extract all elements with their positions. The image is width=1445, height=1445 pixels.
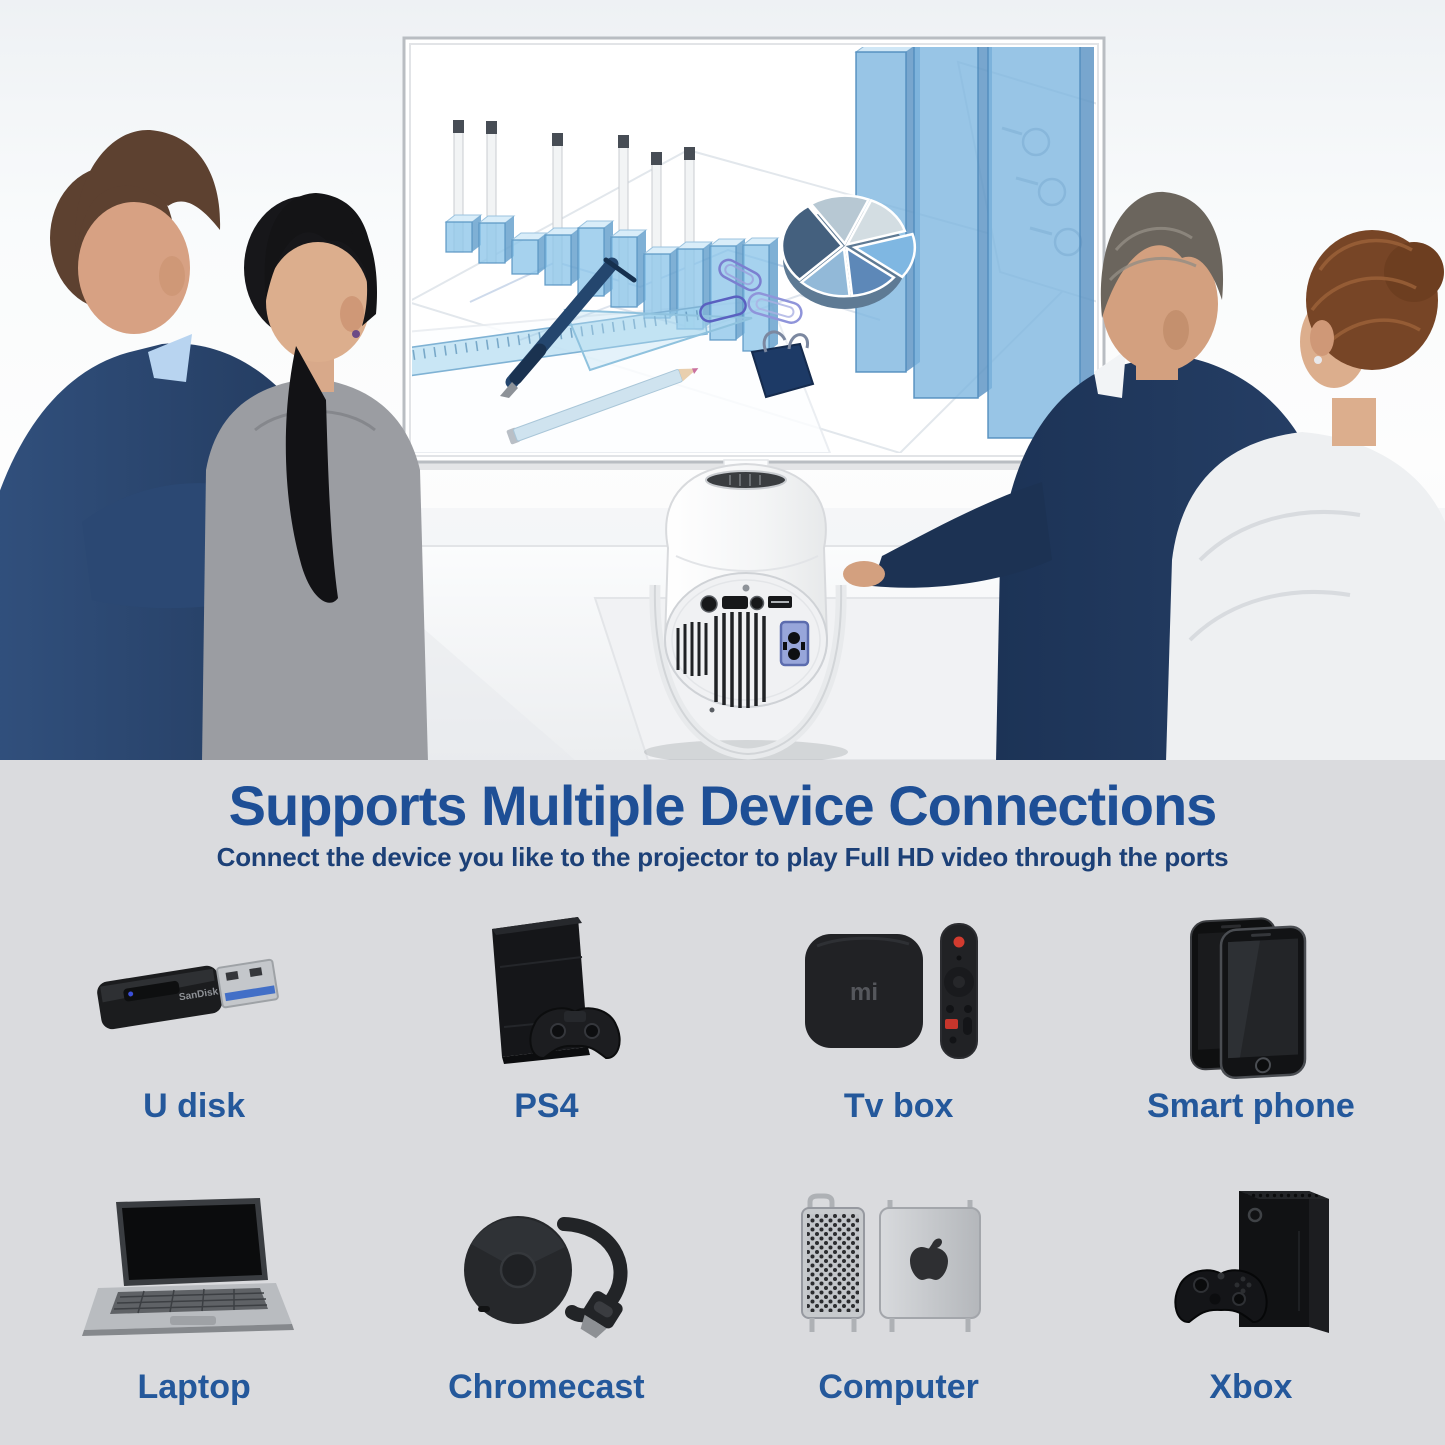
device-label: Smart phone xyxy=(1146,1087,1355,1126)
device-smart-phone: Smart phone xyxy=(1075,903,1427,1126)
triangle-ruler xyxy=(563,308,753,372)
device-label: PS4 xyxy=(514,1087,579,1126)
tv-box-icon: mi xyxy=(804,923,978,1060)
device-grid: SanDisk U disk xyxy=(0,903,1445,1407)
person-right-woman xyxy=(1166,230,1445,760)
vent-slats xyxy=(676,612,766,708)
projected-chart-image xyxy=(412,47,1096,453)
usb-flash-drive-icon: SanDisk xyxy=(97,959,279,1030)
hdmi-plug xyxy=(580,1291,624,1339)
pen xyxy=(500,257,637,398)
xbox-controller xyxy=(1174,1269,1268,1324)
device-ps4: PS4 xyxy=(370,903,722,1126)
mac-pro-front xyxy=(800,1193,865,1333)
device-connections-panel: Supports Multiple Device Connections Con… xyxy=(0,760,1445,1445)
stationery xyxy=(412,257,815,445)
meeting-room-scene xyxy=(0,36,1445,760)
device-laptop: Laptop xyxy=(18,1168,370,1407)
chromecast-icon xyxy=(464,1216,628,1339)
device-xbox: Xbox xyxy=(1075,1168,1427,1407)
ps4-console-icon xyxy=(492,917,621,1065)
xbox-series-x-icon xyxy=(1174,1191,1329,1334)
hdmi-port xyxy=(722,596,748,609)
device-label: Tv box xyxy=(843,1087,954,1126)
projector xyxy=(644,462,848,760)
device-u-disk: SanDisk U disk xyxy=(18,903,370,1126)
paper-clips xyxy=(699,258,803,324)
av-jack xyxy=(700,595,718,613)
device-label: Chromecast xyxy=(448,1368,645,1407)
mac-pro-icon xyxy=(800,1193,981,1333)
device-label: Laptop xyxy=(137,1368,251,1407)
device-label: Computer xyxy=(818,1368,979,1407)
remote-control xyxy=(939,923,978,1060)
device-label: U disk xyxy=(143,1087,246,1126)
ps4-controller xyxy=(529,1007,621,1060)
projector-ports xyxy=(676,584,810,713)
device-tv-box: mi xyxy=(723,903,1075,1126)
page-title: Supports Multiple Device Connections xyxy=(228,774,1218,837)
mi-logo-text: mi xyxy=(850,979,878,1006)
page-subtitle: Connect the device you like to the proje… xyxy=(216,842,1229,873)
device-chromecast: Chromecast xyxy=(370,1168,722,1407)
device-computer: Computer xyxy=(723,1168,1075,1407)
smartphones-icon xyxy=(1189,917,1307,1080)
mac-pro-side xyxy=(878,1200,981,1333)
device-label: Xbox xyxy=(1209,1368,1293,1407)
pie-chart-3d xyxy=(780,194,917,309)
person-left-woman xyxy=(202,193,428,760)
apple-logo xyxy=(909,1238,948,1281)
meeting-room-photo xyxy=(0,0,1445,760)
binder-clip xyxy=(750,330,815,399)
laptop-icon xyxy=(82,1198,295,1337)
pencil xyxy=(506,368,699,445)
top-vent xyxy=(705,470,787,490)
audio-jack xyxy=(749,595,765,611)
xbox-logo xyxy=(1247,1208,1263,1223)
